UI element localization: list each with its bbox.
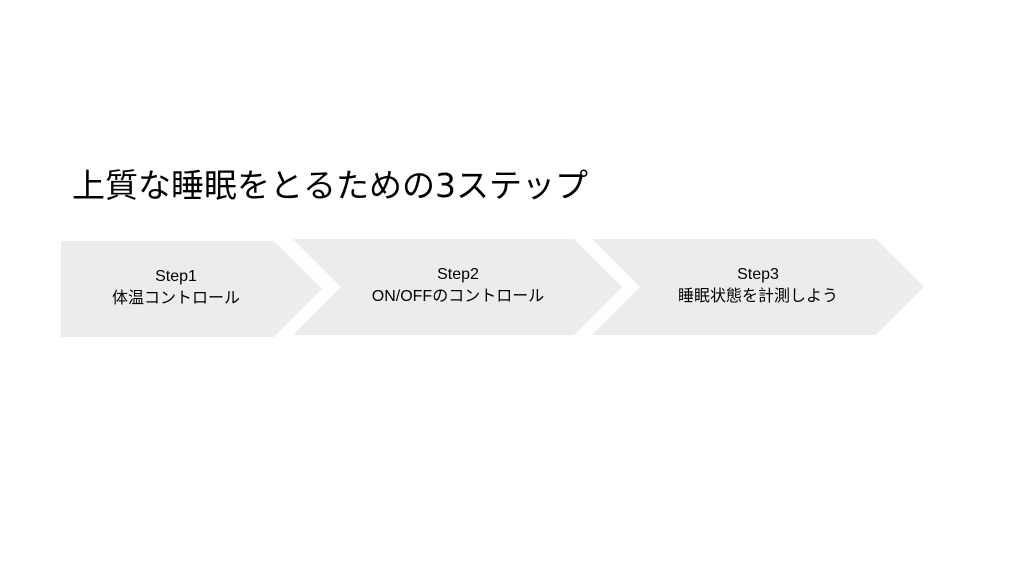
step-3-chevron	[592, 239, 924, 335]
step-1-description: 体温コントロール	[111, 290, 240, 307]
step-3-label: Step3 睡眠状態を計測しよう	[648, 264, 868, 308]
step-1-chevron	[61, 241, 322, 337]
step-2-chevron	[293, 239, 622, 335]
step-3-number: Step3	[737, 266, 779, 283]
step-1-number: Step1	[155, 268, 197, 285]
step-2-number: Step2	[437, 266, 479, 283]
step-2-description: ON/OFFのコントロール	[371, 288, 545, 305]
slide-title: 上質な睡眠をとるための3ステップ	[72, 166, 588, 205]
step-2-label: Step2 ON/OFFのコントロール	[358, 264, 558, 308]
step-1-label: Step1 体温コントロール	[96, 266, 256, 310]
step-3-description: 睡眠状態を計測しよう	[677, 288, 838, 305]
